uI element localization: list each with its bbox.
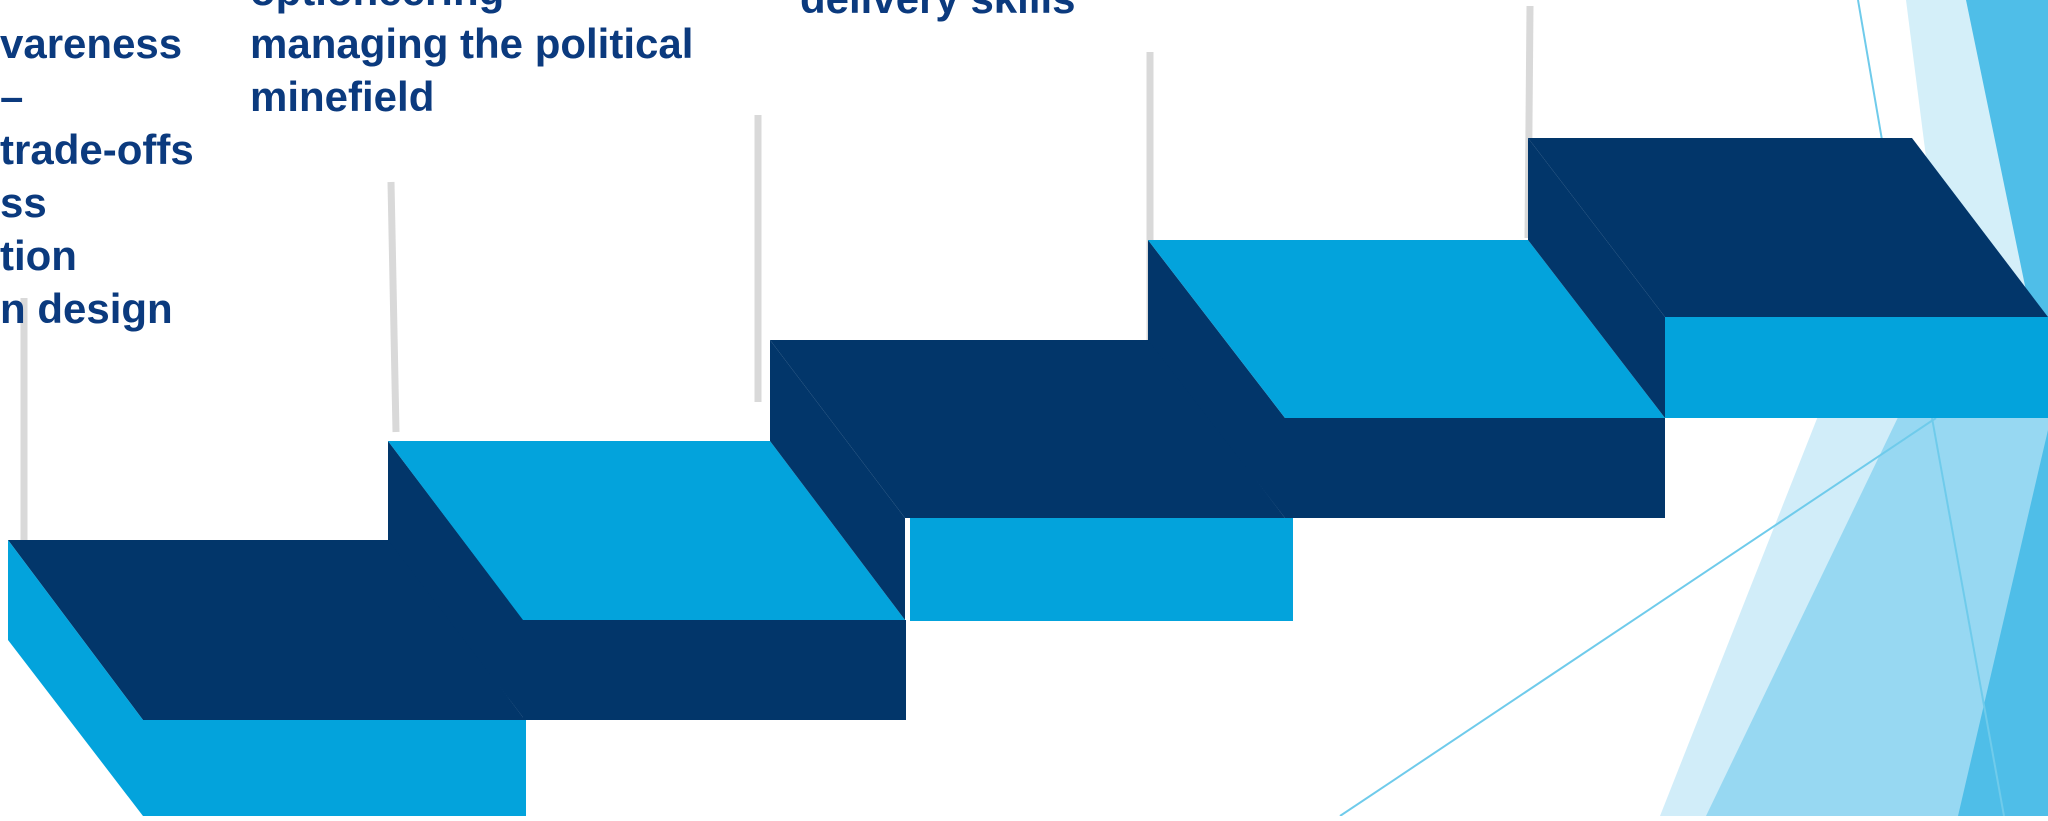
step-1-label: vareness – trade-offs ss tion n design	[0, 17, 194, 335]
step-3-top-face	[770, 340, 1285, 518]
step-3-riser	[770, 340, 905, 620]
step-2-riser	[388, 441, 525, 720]
step-3-block	[770, 340, 1293, 621]
step-1-front-face	[143, 720, 526, 820]
step-1-label-line-2: –	[0, 73, 24, 120]
step-4-riser	[1148, 240, 1285, 518]
deco-facet-mid	[1706, 330, 2048, 816]
deco-facet-bright-bottom	[1958, 430, 2048, 816]
step-2-top-face	[388, 441, 905, 620]
step-2-front-face	[523, 620, 906, 720]
step-5-top-face	[1528, 138, 2048, 317]
step-1-label-line-1: vareness	[0, 20, 183, 67]
step-1-label-line-6: n design	[0, 285, 173, 332]
step-4-block	[1148, 240, 1665, 518]
step-5-front-face	[1665, 317, 2048, 418]
step-5-block	[1528, 138, 2048, 418]
step-1-top-face	[8, 540, 525, 720]
deco-thin-line-vertical-upper	[1857, 0, 1883, 141]
step-1-label-line-4: ss	[0, 179, 47, 226]
deco-thin-line-diagonal	[1339, 417, 1937, 817]
step-2-label-line-1: optioneering	[250, 0, 693, 17]
step-4-top-face	[1148, 240, 1665, 418]
step-2-label: optioneering managing the political mine…	[250, 0, 693, 123]
step-3-label-line-1: delivery skills	[800, 0, 1076, 25]
step-5-riser	[1528, 138, 1665, 418]
step-2-block	[388, 441, 906, 720]
step-1-side-face	[8, 540, 143, 816]
step-3-label: delivery skills	[800, 0, 1076, 25]
deco-thin-line-vertical-lower	[1931, 417, 2005, 817]
step-1-label-line-5: tion	[0, 232, 77, 279]
deco-facet-bright-top	[1966, 0, 2048, 330]
step-2-label-line-2: managing the political	[250, 20, 694, 67]
step-2-label-line-3: minefield	[250, 73, 435, 120]
step-1-block	[8, 540, 526, 820]
step-3-front-face	[910, 518, 1293, 621]
connector-line-2	[387, 181, 400, 433]
step-4-front-face	[1285, 418, 1665, 518]
step-1-label-line-3: trade-offs	[0, 126, 194, 173]
